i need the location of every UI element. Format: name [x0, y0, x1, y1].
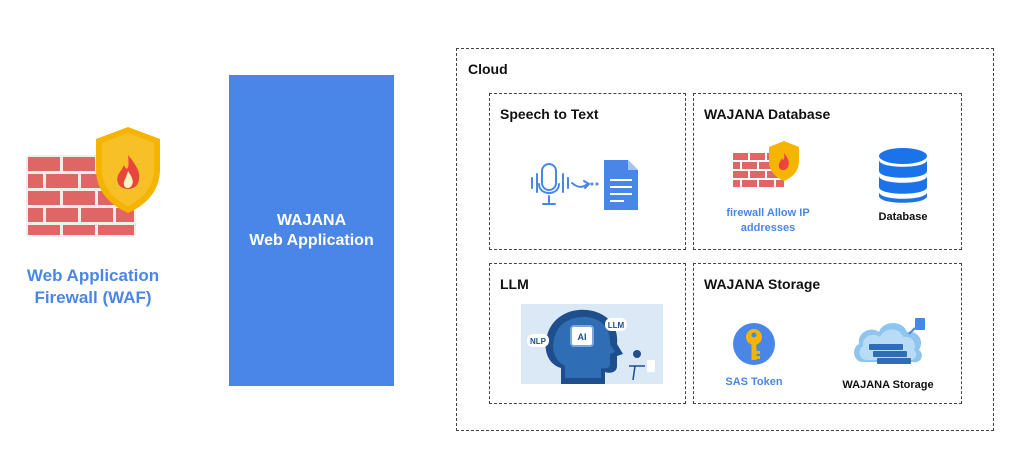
storage-panel-title: WAJANA Storage	[704, 276, 821, 292]
llm-tag: LLM	[608, 321, 625, 330]
speech-to-text-title: Speech to Text	[500, 106, 599, 122]
database-icon	[879, 148, 927, 203]
firewall-shield-icon	[26, 127, 160, 237]
ai-tag: AI	[578, 332, 587, 342]
firewall-label: firewall Allow IP addresses	[704, 206, 832, 236]
web-application-block: WAJANA Web Application	[229, 75, 394, 386]
speech-to-document-icon	[531, 160, 638, 210]
key-icon	[733, 323, 775, 365]
cloud-storage-icon	[854, 318, 925, 364]
waf-label-line1: Web Application	[26, 266, 160, 285]
storage-panel: WAJANA Storage SAS Token WAJANA Storage	[693, 263, 962, 404]
webapp-line2: Web Application	[249, 231, 374, 249]
webapp-line1: WAJANA	[276, 211, 347, 229]
sas-token-label: SAS Token	[725, 376, 783, 388]
database-label: Database	[878, 211, 928, 223]
firewall-label-line1: firewall Allow IP	[726, 207, 810, 219]
llm-title: LLM	[500, 276, 529, 292]
cloud-container	[456, 48, 994, 431]
database-panel: WAJANA Database firewall Allow IP addres…	[693, 93, 962, 250]
ai-head-illustration: AI NLP LLM	[521, 304, 663, 384]
database-panel-title: WAJANA Database	[704, 106, 831, 122]
wajana-storage-label: WAJANA Storage	[842, 379, 934, 391]
waf-label: Web Application Firewall (WAF)	[0, 265, 186, 309]
llm-panel: LLM AI NLP LLM	[489, 263, 686, 404]
speech-to-text-panel: Speech to Text	[489, 93, 686, 250]
cloud-label: Cloud	[468, 61, 508, 77]
firewall-label-line2: addresses	[740, 222, 796, 234]
firewall-icon	[733, 141, 799, 187]
nlp-tag: NLP	[530, 337, 547, 346]
waf-label-line2: Firewall (WAF)	[34, 288, 152, 307]
